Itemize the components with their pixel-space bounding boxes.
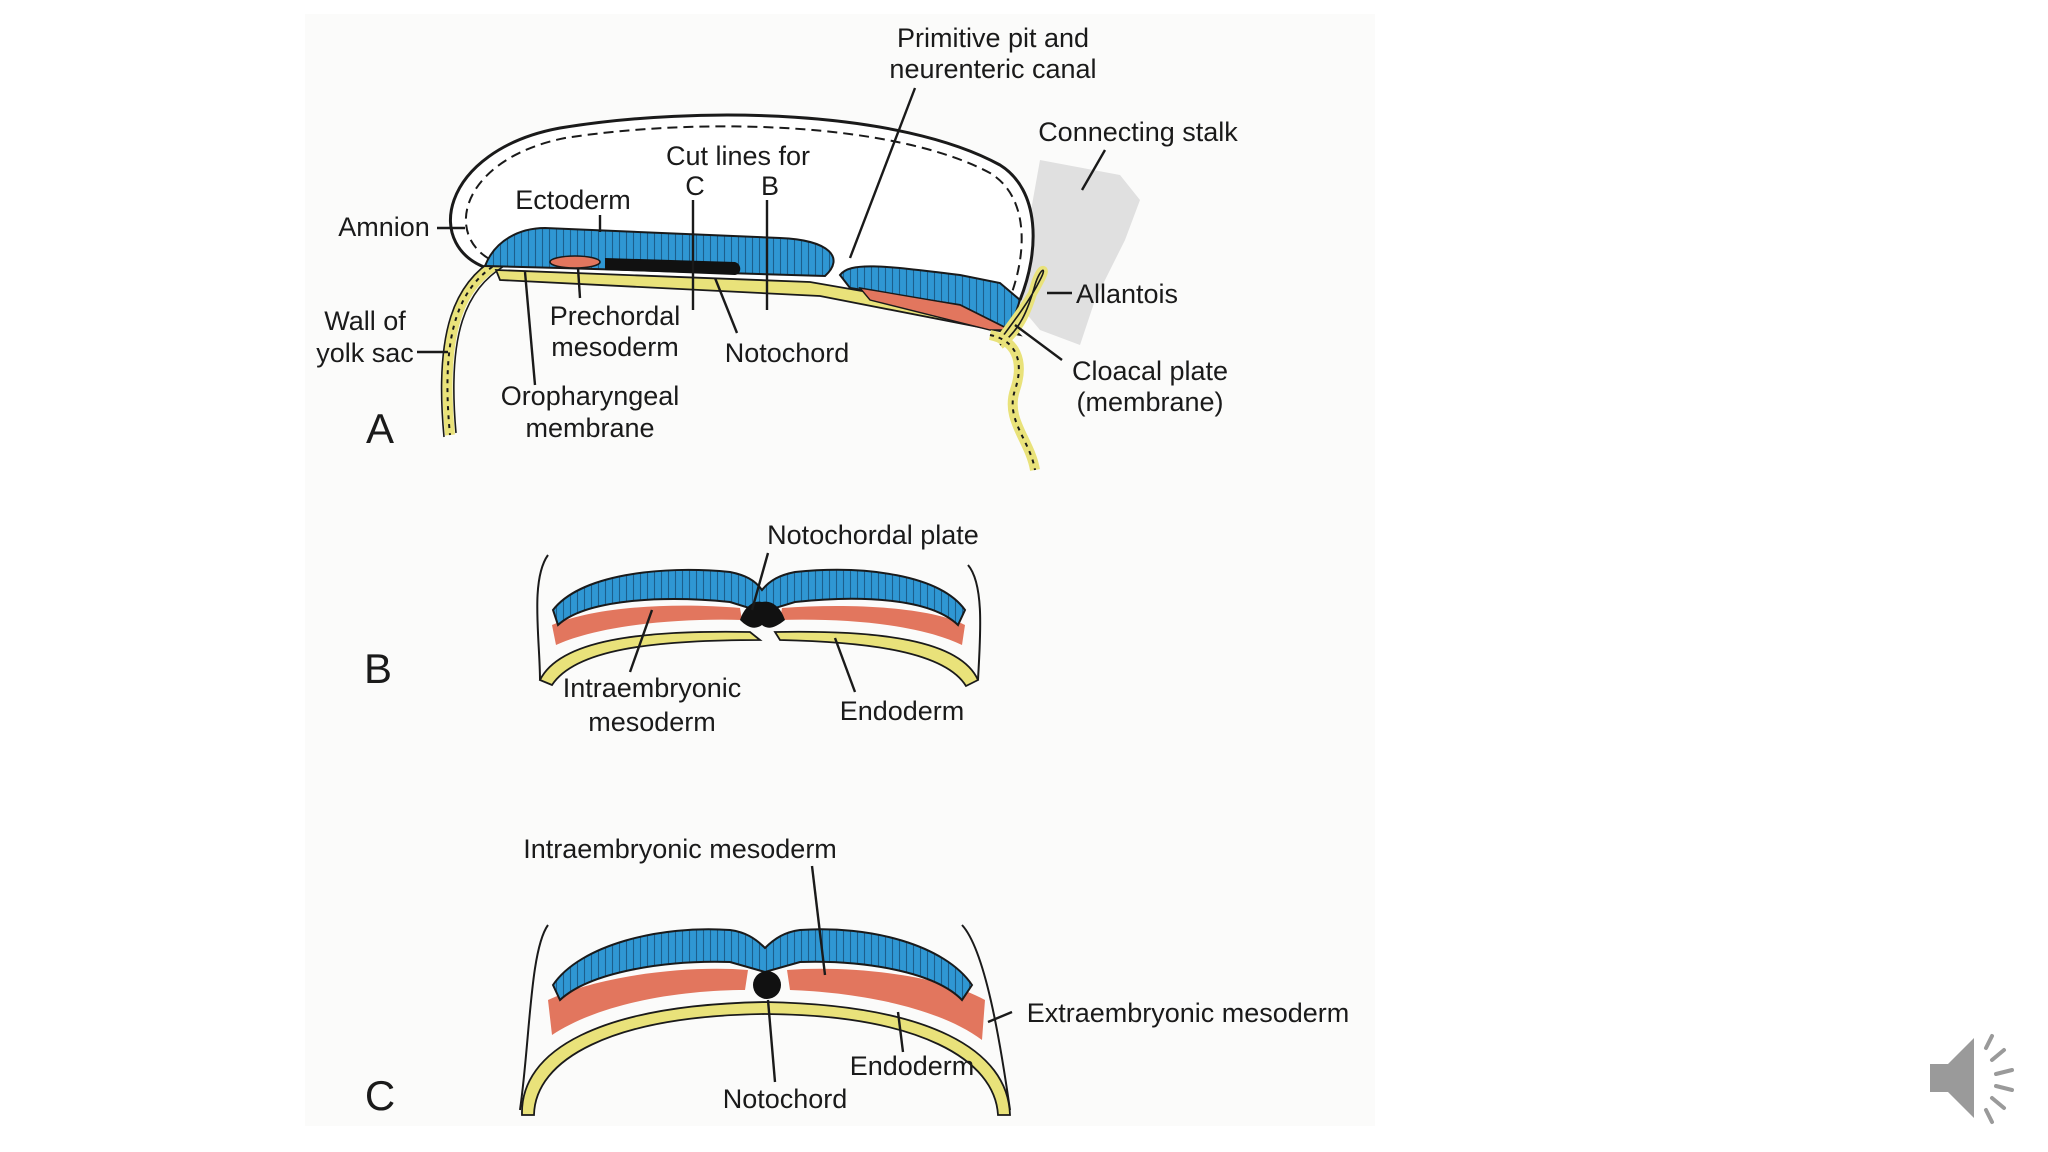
label-wall-2: yolk sac: [316, 338, 414, 368]
prechordal-mesoderm-shape: [549, 255, 601, 269]
speaker-icon[interactable]: [1924, 1028, 2024, 1128]
leader-cloacal: [1014, 324, 1063, 361]
label-notochordal-plate: Notochordal plate: [767, 520, 979, 550]
leader-notochordal-plate: [750, 552, 770, 611]
label-oro-1: Oropharyngeal: [501, 381, 680, 411]
panel-c-cross-section: Intraembryonic mesoderm Extraembryonic m…: [365, 834, 1349, 1119]
yolk-sac-wall-caudal: [988, 330, 1040, 472]
ectoderm-layer-c: [551, 928, 974, 1002]
label-connecting-stalk: Connecting stalk: [1038, 117, 1238, 147]
side-membrane-right-b: [967, 564, 982, 681]
label-allantois: Allantois: [1076, 279, 1178, 309]
endoderm-layer-b: [538, 630, 980, 688]
label-intra-b-1: Intraembryonic: [563, 673, 742, 703]
label-prechordal-2: mesoderm: [551, 332, 679, 362]
panel-b-cross-section: Notochordal plate Intraembryonic mesoder…: [364, 520, 982, 737]
label-intra-c: Intraembryonic mesoderm: [523, 834, 837, 864]
connecting-stalk-shape: [1015, 160, 1140, 345]
leader-intraembryonic-b: [628, 609, 654, 673]
notochord-shape-a: [605, 258, 741, 275]
label-intra-b-2: mesoderm: [588, 707, 716, 737]
panel-letter-a: A: [366, 405, 394, 452]
leader-notochord-c: [766, 999, 777, 1083]
label-oro-2: membrane: [525, 413, 654, 443]
leader-prechordal: [576, 267, 582, 299]
notochordal-plate-shape: [740, 601, 785, 628]
endoderm-layer-c: [521, 1001, 1011, 1116]
label-endoderm-c: Endoderm: [850, 1051, 975, 1081]
label-extra-c: Extraembryonic mesoderm: [1027, 998, 1350, 1028]
mesoderm-caudal-a: [858, 286, 1011, 331]
side-membrane-right-c: [961, 924, 1011, 1111]
label-cut-b: B: [761, 171, 779, 201]
label-amnion: Amnion: [338, 212, 430, 242]
panel-a-sagittal-section: Primitive pit and neurenteric canal Conn…: [316, 23, 1238, 472]
label-wall-1: Wall of: [324, 306, 406, 336]
leader-oropharyngeal: [523, 271, 537, 386]
label-cut-c: C: [685, 171, 705, 201]
ectoderm-layer-b: [551, 568, 967, 627]
label-cloacal-2: (membrane): [1076, 387, 1223, 417]
label-endoderm-b: Endoderm: [840, 696, 965, 726]
label-notochord-c: Notochord: [723, 1084, 848, 1114]
side-membrane-left-b: [536, 554, 549, 681]
panel-letter-b: B: [364, 645, 392, 692]
label-cut-lines: Cut lines for: [666, 141, 810, 171]
leader-endoderm-c: [896, 1011, 905, 1053]
leader-intraembryonic-c: [810, 865, 827, 976]
yolk-sac-wall: [440, 257, 505, 438]
mesoderm-layer-b: [552, 605, 965, 645]
label-primitive-pit-1: Primitive pit and: [897, 23, 1089, 53]
panel-letter-c: C: [365, 1072, 395, 1119]
leader-connecting-stalk: [1080, 149, 1107, 191]
leader-endoderm-b: [833, 637, 857, 693]
side-membrane-left-c: [519, 924, 549, 1111]
label-prechordal-1: Prechordal: [550, 301, 681, 331]
leader-extraembryonic-c: [987, 1010, 1013, 1024]
leader-primitive-pit: [848, 87, 917, 259]
endoderm-layer-a: [494, 269, 1023, 337]
mesoderm-layer-c: [548, 968, 985, 1040]
notochord-shape-c: [753, 971, 781, 999]
label-cloacal-1: Cloacal plate: [1072, 356, 1228, 386]
allantois-shape: [996, 266, 1048, 349]
label-ectoderm-a: Ectoderm: [515, 185, 631, 215]
leader-notochord-a: [713, 277, 739, 334]
label-notochord-a: Notochord: [725, 338, 850, 368]
label-primitive-pit-2: neurenteric canal: [889, 54, 1096, 84]
